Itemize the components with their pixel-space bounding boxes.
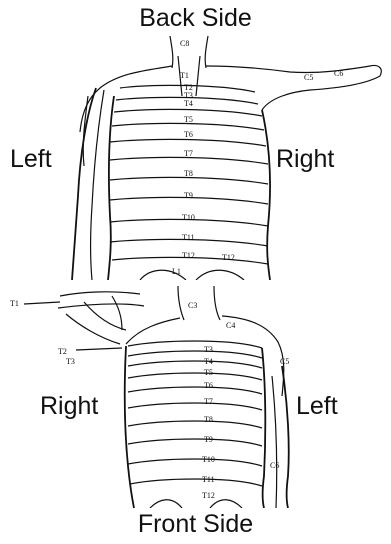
back-label-t1: T1 (180, 71, 189, 80)
back-label-t11: T11 (182, 233, 195, 242)
back-label-t9: T9 (184, 191, 193, 200)
back-label-t5: T5 (184, 115, 193, 124)
front-label-c3: C3 (188, 301, 197, 310)
front-left-label: Left (296, 392, 338, 421)
back-label-t6: T6 (184, 130, 193, 139)
front-right-label: Right (40, 392, 98, 421)
front-label-t7: T7 (204, 397, 213, 406)
back-label-t10: T10 (182, 213, 195, 222)
front-label-c5: C5 (280, 357, 289, 366)
front-label-t9: T9 (204, 435, 213, 444)
front-label-c6: C6 (270, 461, 279, 470)
front-label-t11: T11 (202, 475, 215, 484)
front-label-t12: T12 (202, 491, 215, 500)
back-label-t8: T8 (184, 169, 193, 178)
back-label-c6: C6 (334, 69, 343, 78)
back-label-t7: T7 (184, 149, 193, 158)
back-side-title: Back Side (0, 4, 391, 33)
back-label-t12: T12 (182, 251, 195, 260)
front-label-t4: T4 (204, 357, 213, 366)
front-label-t5: T5 (204, 368, 213, 377)
front-label-t6: T6 (204, 381, 213, 390)
back-label-c5: C5 (304, 73, 313, 82)
front-label-t8: T8 (204, 415, 213, 424)
back-label-l1: L1 (172, 267, 181, 276)
back-left-label: Left (10, 145, 52, 174)
back-label-c8: C8 (180, 39, 189, 48)
front-side-title: Front Side (0, 510, 391, 539)
back-label-t4: T4 (184, 99, 193, 108)
front-label-t3-center: T3 (204, 345, 213, 354)
front-label-t10: T10 (202, 455, 215, 464)
back-label-t12-right: T12 (222, 253, 235, 262)
front-label-c4: C4 (226, 321, 235, 330)
front-label-t2: T2 (58, 347, 67, 356)
front-label-t1: T1 (10, 299, 19, 308)
front-label-t3: T3 (66, 357, 75, 366)
back-right-label: Right (276, 145, 334, 174)
